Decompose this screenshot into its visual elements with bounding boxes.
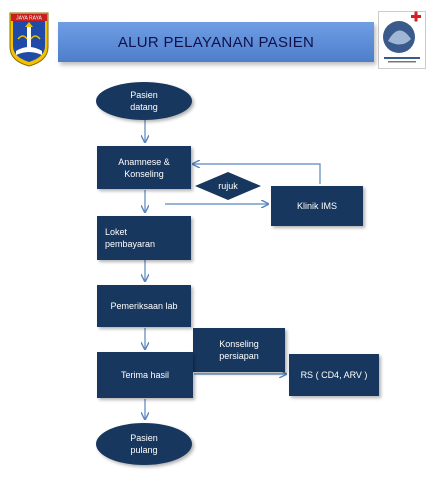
loket-pembayaran-label: Loket pembayaran: [105, 227, 156, 249]
pasien-pulang-node: Pasien pulang: [96, 423, 192, 465]
anamnese-konseling-label: Anamnese & Konseling: [118, 156, 170, 179]
title-banner: ALUR PELAYANAN PASIEN: [58, 22, 374, 62]
loket-pembayaran-node: Loket pembayaran: [97, 216, 191, 260]
rujuk-label: rujuk: [218, 181, 238, 191]
terima-hasil-label: Terima hasil: [120, 370, 169, 380]
pasien-pulang-label: Pasien pulang: [130, 433, 158, 455]
rujuk-node: [195, 172, 261, 200]
dki-jakarta-crest-icon: JAYA RAYA: [9, 12, 49, 67]
page-title: ALUR PELAYANAN PASIEN: [117, 33, 315, 51]
klinik-ims-node: Klinik IMS: [271, 186, 363, 226]
rs-label: RS ( CD4, ARV ): [300, 370, 368, 380]
pemeriksaan-lab-node: Pemeriksaan lab: [97, 285, 191, 327]
pemeriksaan-lab-label: Pemeriksaan lab: [110, 301, 178, 311]
konseling-persiapan-node: Konseling persiapan: [193, 328, 285, 372]
rs-node: RS ( CD4, ARV ): [289, 354, 379, 396]
pasien-datang-node: Pasien datang: [96, 82, 192, 120]
arrow-klinik-to-anamnese: [193, 164, 321, 184]
crest-motto: JAYA RAYA: [16, 16, 42, 22]
health-center-logo-icon: [378, 11, 426, 69]
terima-hasil-node: Terima hasil: [97, 352, 193, 398]
anamnese-konseling-node: Anamnese & Konseling: [97, 146, 191, 189]
pasien-datang-label: Pasien datang: [130, 90, 158, 112]
klinik-ims-label: Klinik IMS: [296, 201, 337, 211]
konseling-persiapan-label: Konseling persiapan: [219, 339, 259, 361]
